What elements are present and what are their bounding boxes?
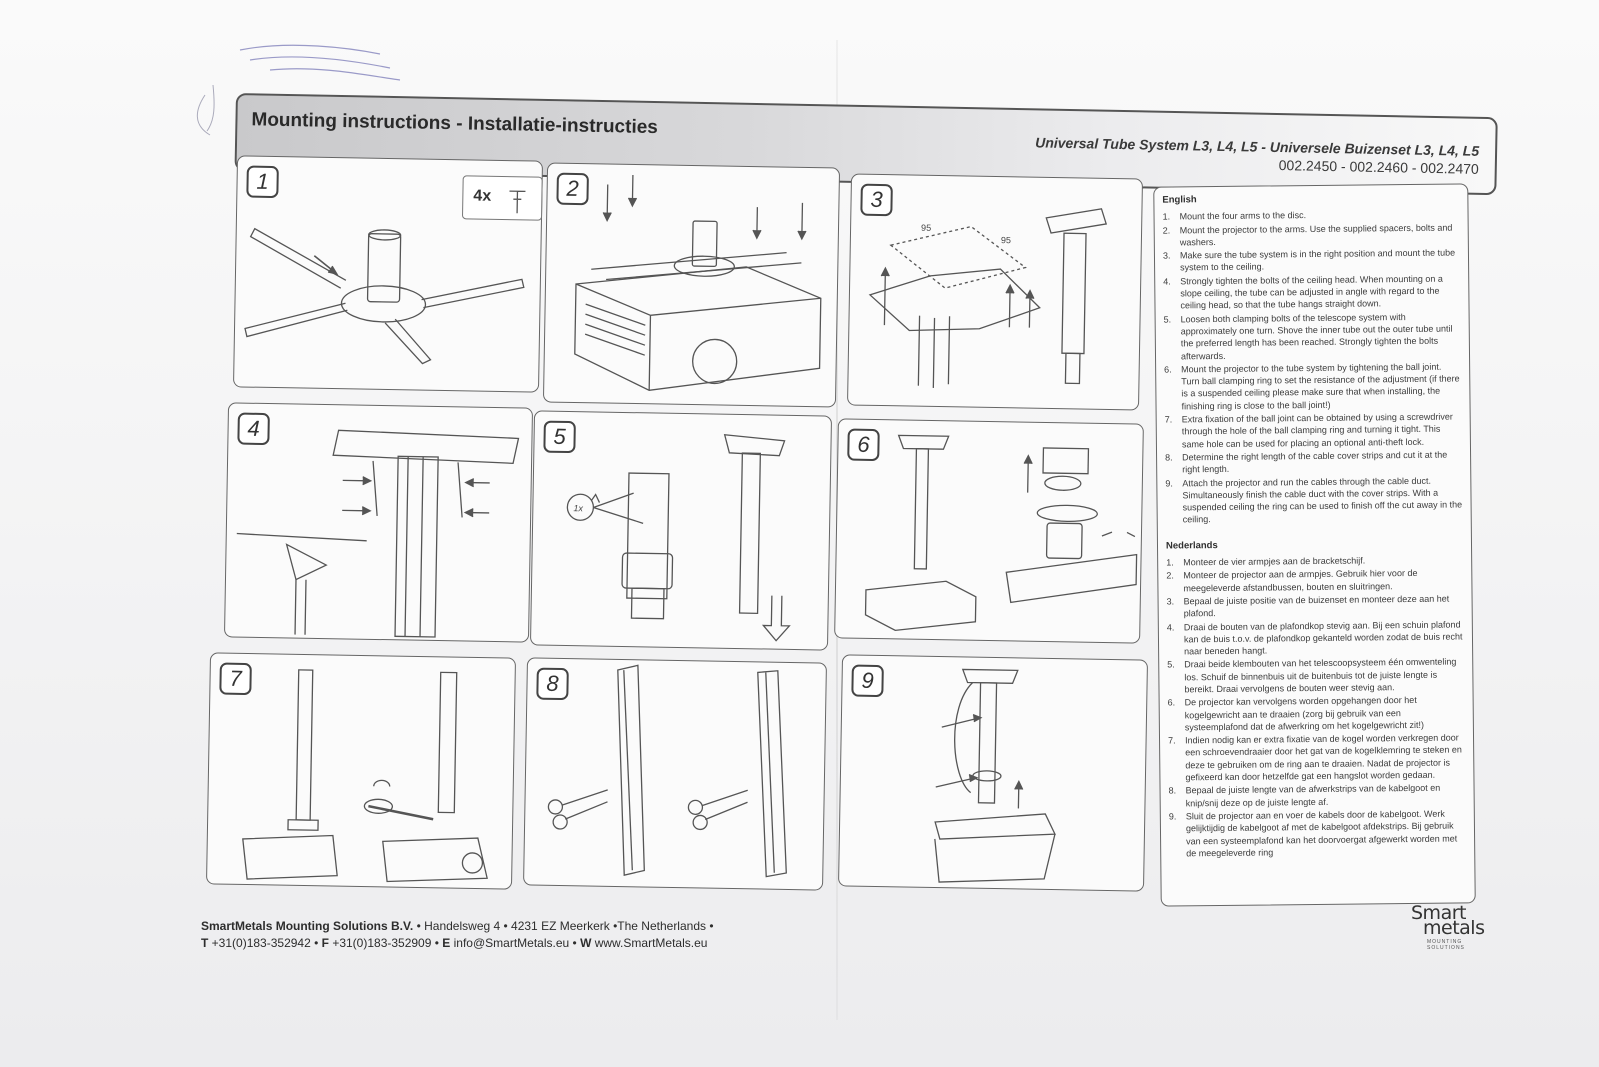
fax-number: +31(0)183-352909 • [328, 936, 443, 950]
company-name: SmartMetals Mounting Solutions B.V. [201, 919, 414, 933]
list-item: 2.Mount the projector to the arms. Use t… [1162, 222, 1453, 248]
step-panel-9: 9 [837, 654, 1149, 892]
list-item: 5.Loosen both clamping bolts of the tele… [1163, 311, 1453, 361]
phone-number: +31(0)183-352942 • [208, 936, 322, 950]
list-item: 7.Extra fixation of the ball joint can b… [1164, 411, 1453, 450]
dutch-heading: Nederlands [1165, 539, 1218, 552]
step-panel-6: 6 [834, 418, 1144, 644]
turn-count-label: 1x [573, 503, 583, 513]
cable-cover-cut-illustration [547, 664, 787, 878]
list-item: 3.Make sure the tube system is in the ri… [1162, 247, 1456, 273]
list-item: 5.Draai beide klembouten van het telesco… [1167, 656, 1457, 695]
english-steps-list: 1.Mount the four arms to the disc. 2.Mou… [1162, 208, 1463, 527]
list-item: 8.Bepaal de juiste lengte van de afwerks… [1168, 783, 1441, 809]
list-item: 9.Attach the projector and run the cable… [1165, 475, 1463, 525]
ceiling-head-bolts-illustration [236, 429, 520, 638]
pen-mark [196, 84, 215, 136]
english-heading: English [1162, 194, 1197, 206]
list-item: 4.Strongly tighten the bolts of the ceil… [1163, 273, 1443, 311]
list-item: 6.De projector kan vervolgens worden opg… [1167, 695, 1425, 733]
pen-scribble [239, 44, 401, 81]
website: www.SmartMetals.eu [591, 936, 708, 950]
step-panel-1: 1 4x [232, 155, 544, 393]
page-title: Mounting instructions - Installatie-inst… [251, 109, 659, 139]
list-item: 7.Indien nodig kan er extra fixatie van … [1167, 732, 1462, 783]
footer-address-line: SmartMetals Mounting Solutions B.V. • Ha… [201, 918, 714, 935]
dimension-label: 95 [1001, 235, 1011, 245]
screwdriver-fixation-illustration [242, 669, 488, 883]
footer-contact: SmartMetals Mounting Solutions B.V. • Ha… [201, 918, 714, 952]
list-item: 3.Bepaal de juiste positie van de buizen… [1166, 593, 1450, 619]
email-address: info@SmartMetals.eu • [450, 936, 581, 950]
header-product-info: Universal Tube System L3, L4, L5 - Unive… [1035, 134, 1479, 177]
projector-ball-joint-illustration [864, 434, 1138, 632]
ceiling-plate-illustration: 95 95 [868, 208, 1108, 388]
step-panel-3: 3 95 95 [846, 173, 1144, 411]
disc-with-arms-illustration [244, 190, 526, 365]
company-address: • Handelsweg 4 • 4231 EZ Meerkerk •The N… [413, 919, 714, 933]
list-item: 6.Mount the projector to the tube system… [1164, 361, 1460, 412]
cable-duct-finish-illustration [934, 668, 1056, 883]
list-item: 9.Sluit de projector aan en voer de kabe… [1168, 808, 1458, 859]
list-item: 8.Determine the right length of the cabl… [1165, 449, 1448, 475]
bolt-icon [509, 190, 526, 214]
step-panel-2: 2 [542, 162, 841, 408]
footer-contact-line: T +31(0)183-352942 • F +31(0)183-352909 … [201, 936, 708, 950]
list-item: 2.Monteer de projector aan de armpjes. G… [1166, 568, 1418, 593]
instructions-text-panel: English 1.Mount the four arms to the dis… [1153, 183, 1476, 907]
list-item: 4.Draai de bouten van de plafondkop stev… [1166, 618, 1463, 657]
projector-mount-illustration [574, 174, 822, 391]
step-panel-8: 8 [523, 657, 827, 891]
step-panel-4: 4 [223, 402, 534, 643]
step-panel-7: 7 [205, 652, 517, 890]
dutch-section: Nederlands 1.Monteer de vier armpjes aan… [1166, 537, 1466, 860]
smartmetals-logo: Smart metals MOUNTING SOLUTIONS [1411, 902, 1485, 951]
dimension-label: 95 [921, 223, 931, 233]
dutch-steps-list: 1.Monteer de vier armpjes aan de bracket… [1166, 553, 1466, 859]
telescope-adjust-illustration: 1x [566, 434, 791, 642]
step-panel-5: 5 1x [529, 410, 833, 651]
